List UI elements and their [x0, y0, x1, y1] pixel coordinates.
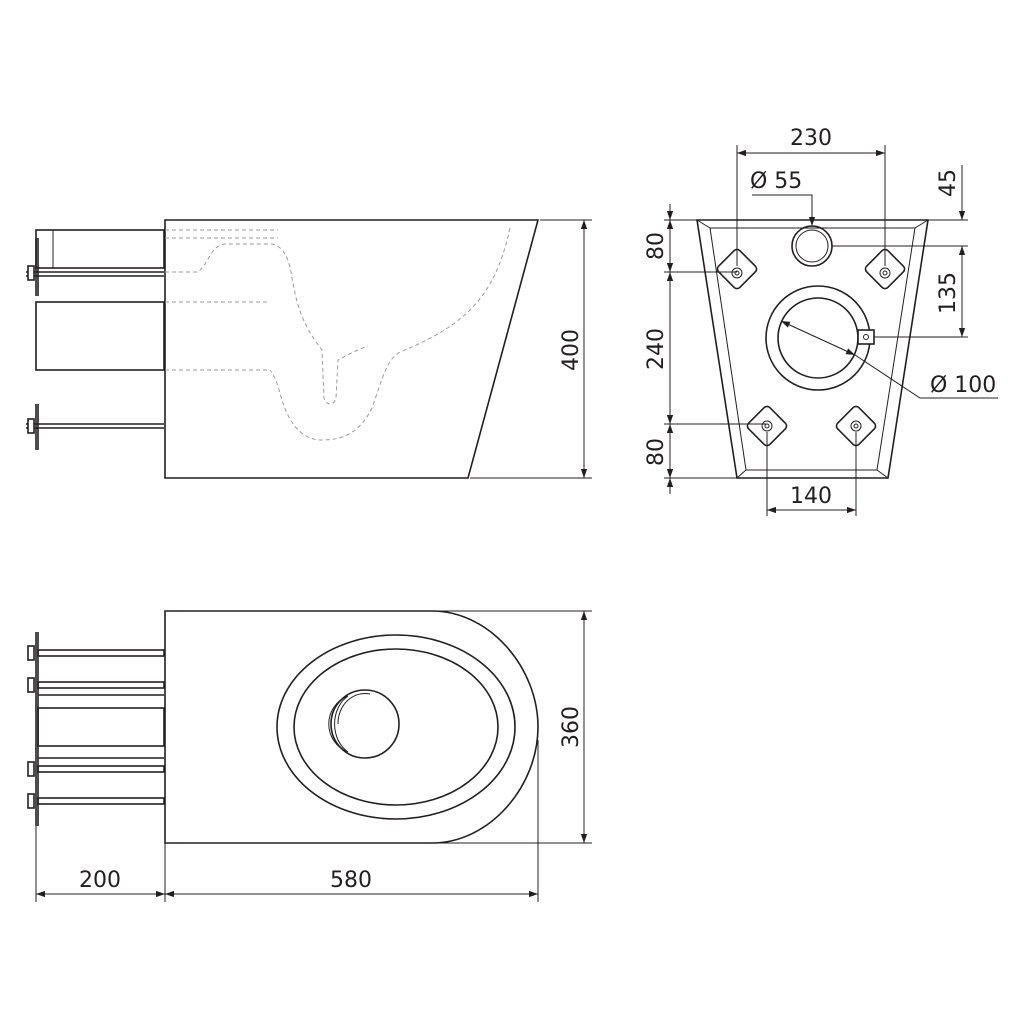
top-view-body — [164, 610, 539, 844]
top-view: 360 200 580 — [27, 610, 592, 902]
dim-135-label: 135 — [936, 272, 961, 314]
dim-45-label: 45 — [936, 169, 961, 197]
fixing-pad-top-right — [864, 248, 906, 290]
dim-45: 45 — [832, 165, 968, 262]
bowl-outlet — [330, 689, 400, 759]
dim-80-bottom-label: 80 — [644, 438, 669, 466]
dim-360-label: 360 — [559, 706, 584, 748]
dim-230-label: 230 — [790, 126, 832, 151]
dim-230: 230 — [736, 126, 886, 266]
dim-55-label: Ø 55 — [750, 169, 802, 194]
bowl-rim-outer — [276, 634, 516, 820]
dim-360: 360 — [432, 610, 592, 844]
dim-580-label: 580 — [330, 868, 372, 893]
fixing-pad-bottom-left — [746, 405, 788, 447]
rear-view-outline — [696, 219, 929, 479]
dim-bottom-chain: 200 580 — [35, 740, 539, 902]
dim-140: 140 — [766, 432, 857, 516]
outlet-55-circle — [791, 225, 833, 267]
dim-55: Ø 55 — [750, 169, 816, 226]
side-view-body — [164, 219, 540, 479]
dim-135: 135 — [874, 246, 968, 338]
fixing-pad-bottom-right — [835, 405, 877, 447]
side-view-mounting-frame — [26, 229, 165, 450]
dim-100: Ø 100 — [780, 320, 998, 399]
dim-200-label: 200 — [79, 868, 121, 893]
bowl-rim-inner — [293, 648, 499, 806]
side-view: 400 — [26, 219, 592, 479]
dim-left-chain: 80 240 80 — [644, 204, 767, 494]
dim-240-label: 240 — [644, 328, 669, 370]
fixing-pad-top-left — [716, 248, 758, 290]
rear-view: 230 Ø 55 45 135 Ø 100 — [644, 126, 998, 516]
side-view-hidden-lines — [165, 227, 511, 441]
dim-400-label: 400 — [559, 329, 584, 371]
dim-100-label: Ø 100 — [930, 373, 996, 398]
top-view-mounting-frame — [27, 632, 165, 826]
dim-80-top-label: 80 — [644, 232, 669, 260]
dim-140-label: 140 — [790, 484, 832, 509]
dim-400: 400 — [470, 219, 592, 479]
